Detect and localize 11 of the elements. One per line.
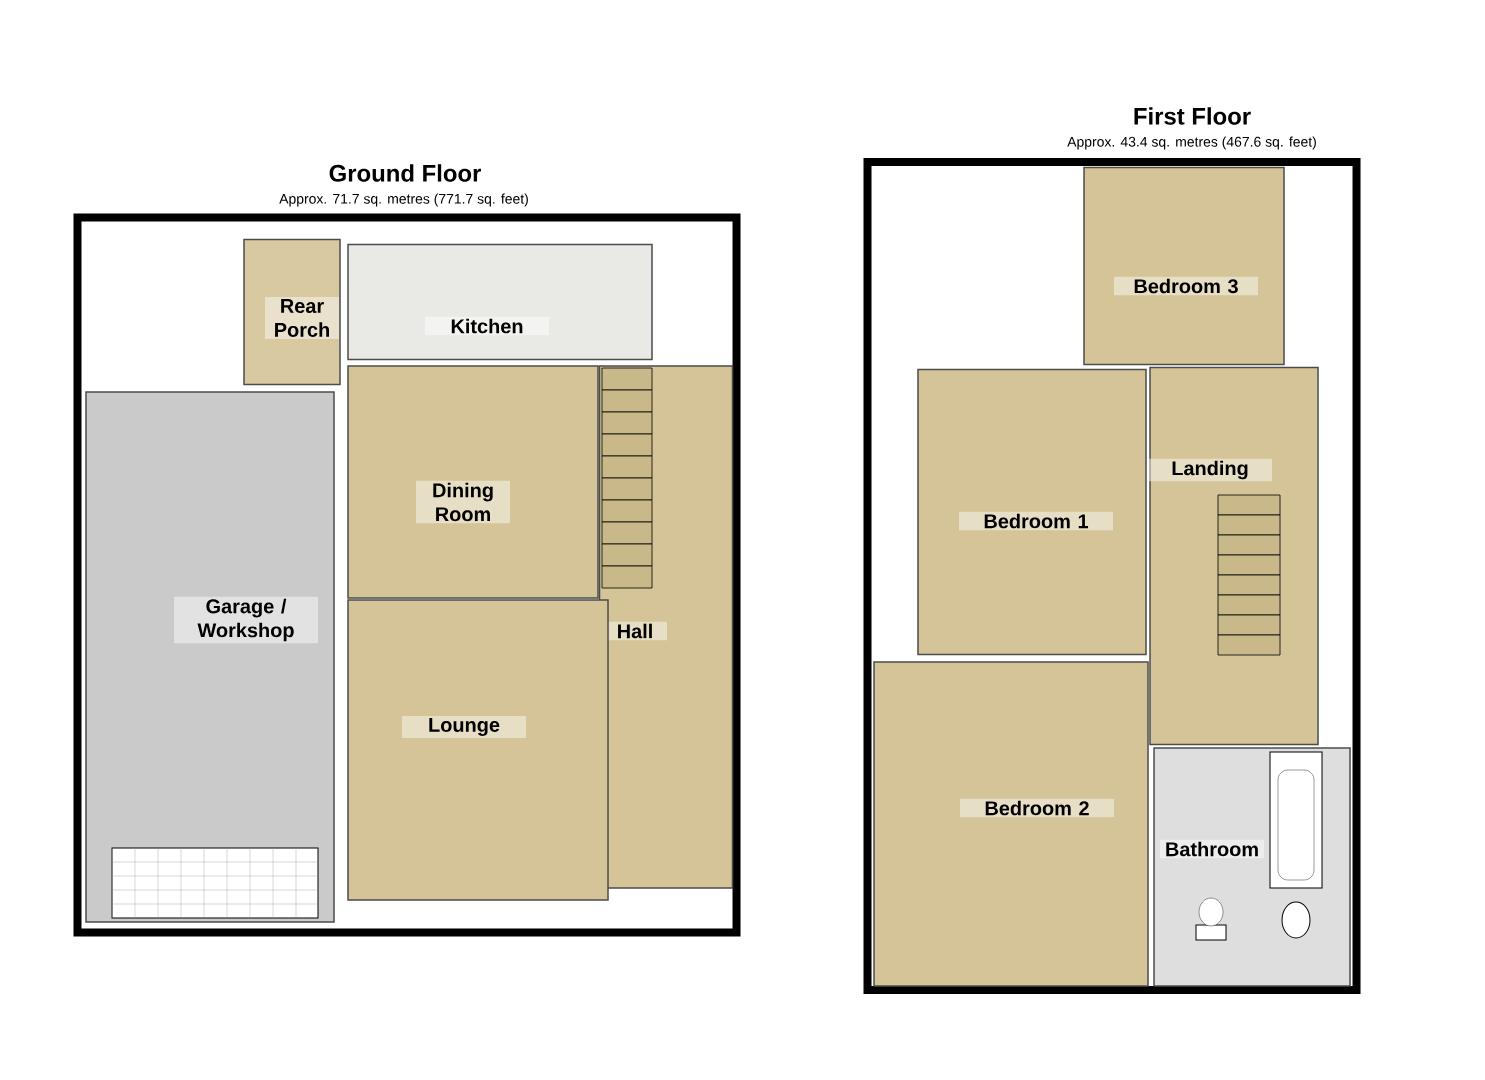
room: Bedroom 1 — [917, 368, 1147, 656]
room: Bedroom 3 — [1083, 166, 1285, 366]
floor-heading: Ground Floor — [329, 164, 481, 182]
floor-heading: First Floor — [1134, 107, 1251, 125]
room: Dining Room — [347, 365, 599, 599]
room: Bedroom 2 — [873, 661, 1149, 987]
room: Kitchen — [347, 243, 653, 361]
area-note: Approx. 71.7 sq. metres (771.7 sq. feet) — [279, 193, 528, 207]
area-note: Approx. 43.4 sq. metres (467.6 sq. feet) — [1067, 136, 1316, 150]
room: Lounge — [347, 599, 609, 901]
room: Rear Porch — [243, 238, 341, 386]
